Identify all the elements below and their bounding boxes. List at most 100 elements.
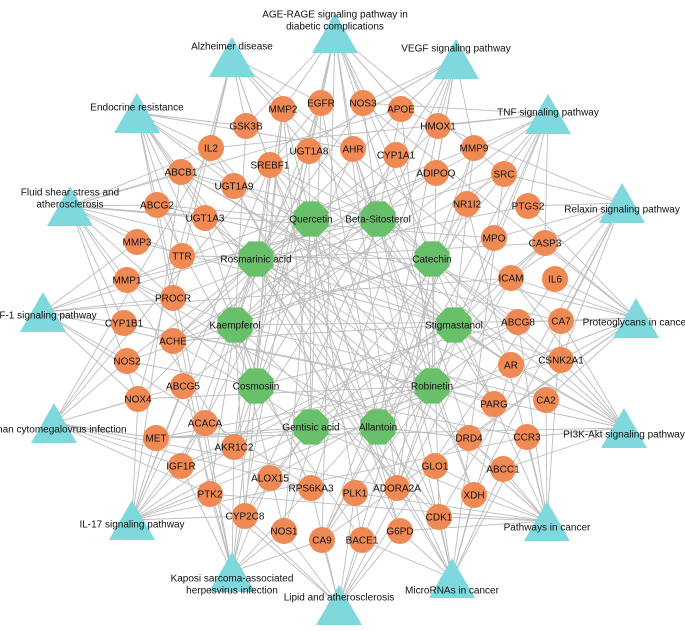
edge (131, 164, 271, 521)
compound-node-catechin (414, 241, 450, 277)
target-node-abcg5 (170, 373, 196, 399)
edge (451, 436, 528, 579)
edge (431, 321, 519, 387)
target-label-csnk2a1: CSNK2A1 (538, 356, 584, 367)
target-label-cyp1b1: CYP1B1 (105, 319, 144, 330)
target-node-mmp2 (270, 96, 296, 122)
edge (527, 202, 623, 207)
target-label-nox4: NOX4 (124, 395, 152, 406)
edge (233, 258, 257, 448)
pathway-node-human-cytomegalovrus-infection (31, 403, 77, 443)
target-node-ccr3 (514, 424, 540, 450)
pathway-node-pi3k-akt-signaling-pathway (601, 408, 647, 448)
compound-label-cosmosiin: Cosmosiin (233, 382, 280, 393)
target-node-ca9 (309, 527, 335, 553)
edge (361, 539, 453, 579)
edge (338, 492, 356, 606)
target-node-ptk2 (197, 481, 223, 507)
nodes-layer (20, 13, 659, 625)
target-node-ugt1a8 (296, 138, 322, 164)
edge (255, 148, 354, 387)
target-node-csnk2a1 (548, 347, 574, 373)
pathway-label-vegf-signaling-pathway: VEGF signaling pathway (401, 44, 511, 55)
edge (204, 217, 257, 387)
target-label-mpo: MPO (483, 234, 506, 245)
edge (231, 539, 323, 573)
edge (554, 278, 637, 319)
target-node-acaca (192, 410, 218, 436)
edge (69, 205, 495, 239)
pathway-label-relaxin-signaling-pathway: Relaxin signaling pathway (564, 205, 680, 216)
target-label-abcc1: ABCC1 (486, 465, 520, 476)
pathway-label-human-cytomegalovrus-infection: Human cytomegalovrus infection (0, 425, 127, 436)
edge (321, 317, 637, 541)
edge (503, 173, 623, 204)
edge (502, 427, 625, 470)
target-node-drd4 (456, 425, 482, 451)
pathway-node-hif-1-signaling-pathway (20, 292, 66, 332)
target-label-abcg8: ABCG8 (501, 318, 535, 329)
target-node-mmp3 (124, 229, 150, 255)
edge (320, 102, 379, 428)
pathway-node-vegf-signaling-pathway (433, 39, 479, 79)
edge (69, 205, 562, 322)
target-label-il2: IL2 (204, 144, 218, 155)
edge (131, 437, 157, 521)
compound-node-beta-sitosterol (360, 201, 396, 237)
target-node-abcc1 (490, 456, 516, 482)
target-label-nos1: NOS1 (270, 527, 298, 538)
target-label-g6pd: G6PD (386, 527, 413, 538)
edge (53, 360, 128, 424)
target-node-ptgs2 (515, 193, 541, 219)
target-label-ccr3: CCR3 (513, 433, 541, 444)
edge (137, 56, 233, 400)
edge (269, 164, 625, 429)
target-label-akr1c2: AKR1C2 (215, 443, 254, 454)
edge (269, 385, 433, 479)
target-node-met (143, 425, 169, 451)
target-node-abcg2 (144, 192, 170, 218)
edge (244, 58, 457, 517)
target-label-cyp1a1: CYP1A1 (377, 151, 416, 162)
edge (136, 112, 247, 127)
edge (42, 241, 138, 313)
pathway-label-tnf-signaling-pathway: TNF signaling pathway (497, 108, 599, 119)
edge (438, 516, 548, 522)
edge (338, 530, 401, 606)
target-label-ca7: CA7 (551, 317, 571, 328)
target-node-cyp1b1 (111, 310, 137, 336)
target-node-egfr (308, 90, 334, 116)
edge (69, 205, 206, 219)
edge (209, 493, 548, 522)
target-node-alox15 (257, 465, 283, 491)
edge (231, 108, 284, 573)
edge (560, 320, 625, 429)
edge (282, 108, 433, 260)
compound-label-allantoin: Allantoin (359, 423, 397, 434)
target-label-glo1: GLO1 (422, 462, 449, 473)
edge (53, 422, 157, 439)
target-node-parg (481, 391, 507, 417)
edge (131, 398, 139, 521)
compound-node-cosmosiin (238, 368, 274, 404)
pathway-label-endocrine-resistance: Endocrine resistance (90, 103, 184, 114)
pathway-node-proteoglycans-in-cancer (613, 298, 659, 338)
target-node-icam (498, 265, 524, 291)
target-node-ugt1a9 (221, 173, 247, 199)
edge (321, 258, 433, 541)
target-node-nr1i2 (454, 191, 480, 217)
edge (136, 112, 183, 257)
target-label-igf1r: IGF1R (166, 462, 195, 473)
target-label-bace1: BACE1 (346, 536, 379, 547)
compound-label-rosmarinic-acid: Rosmarinic acid (220, 255, 291, 266)
pathway-node-relaxin-signaling-pathway (599, 183, 645, 223)
edge (131, 171, 182, 521)
edge (283, 218, 379, 532)
target-label-mmp9: MMP9 (460, 144, 489, 155)
edge (209, 324, 236, 495)
pathway-label-pathways-in-cancer: Pathways in cancer (504, 523, 591, 534)
edge (233, 324, 455, 448)
target-label-abcg2: ABCG2 (140, 201, 174, 212)
target-label-nos2: NOS2 (113, 357, 141, 368)
